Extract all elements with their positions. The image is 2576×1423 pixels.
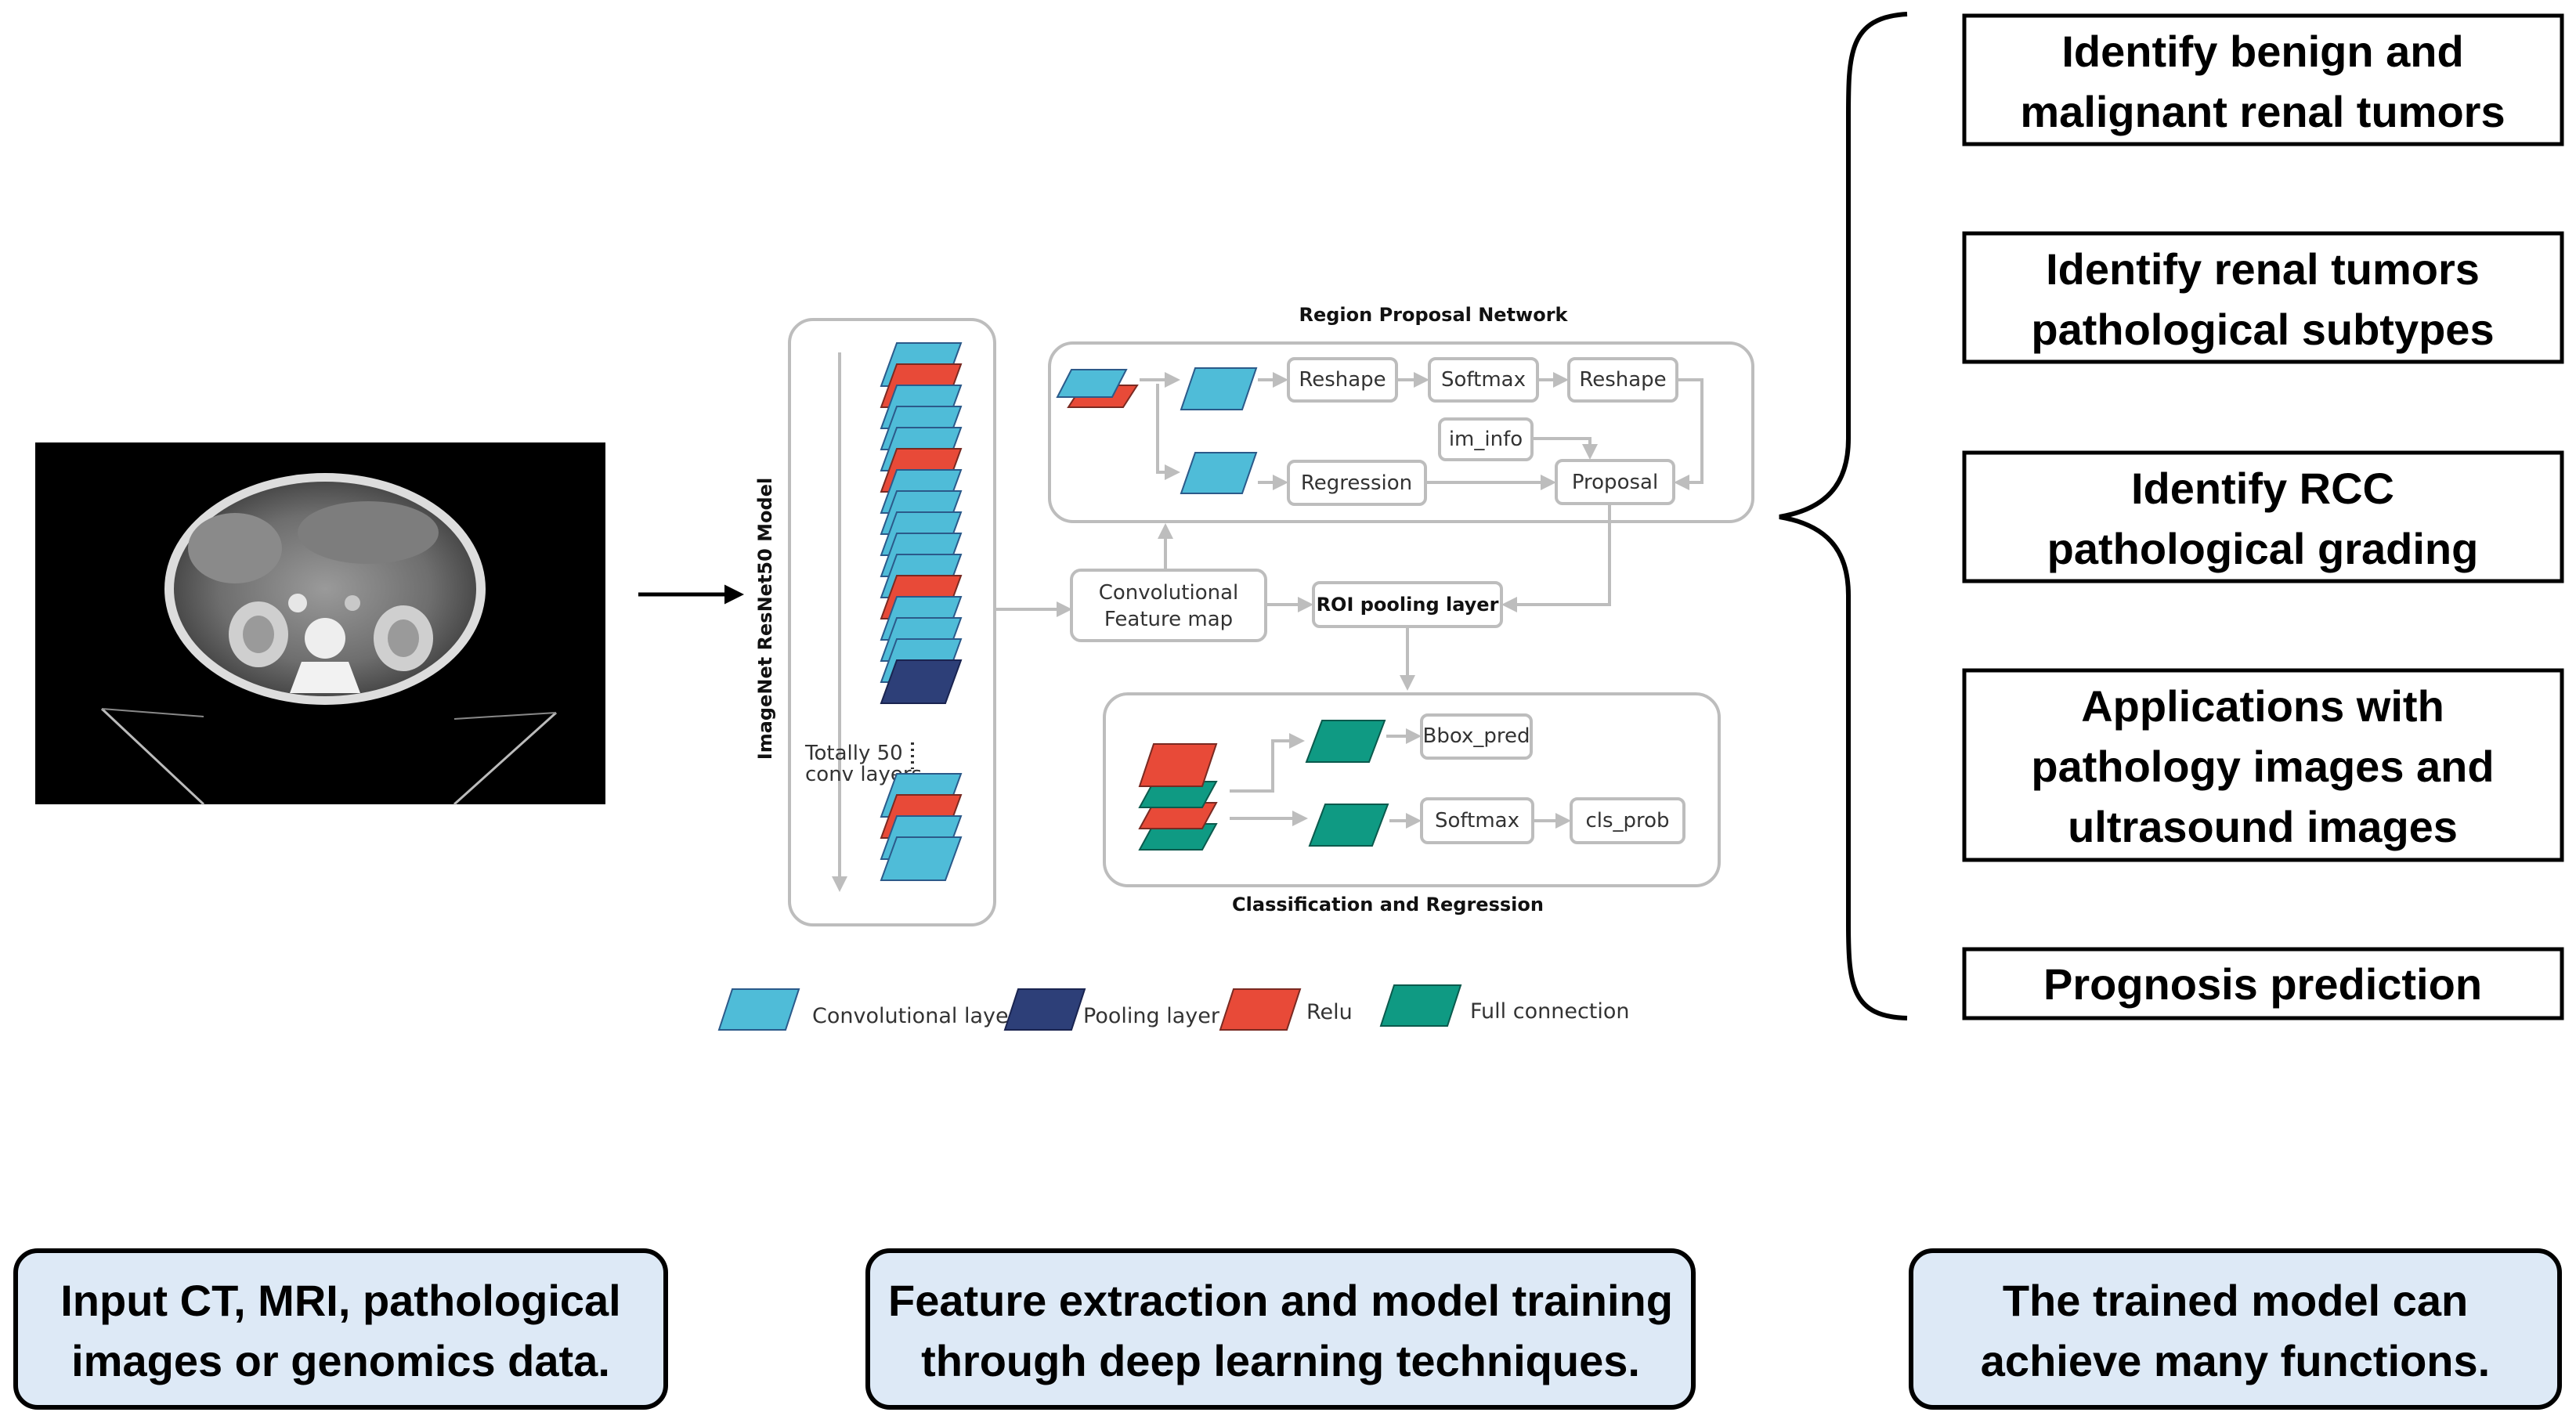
conv-feature-map-node	[1070, 569, 1267, 642]
classification-input-blocks	[1138, 743, 1218, 851]
backbone-layer-stack-top	[880, 342, 963, 704]
cls-bbox-pred-label: Bbox_pred	[1423, 724, 1530, 748]
rpn-im-info-label: im_info	[1449, 428, 1523, 451]
cls-bbox-pred-node	[1420, 713, 1533, 760]
legend-label-relu: Relu	[1306, 1000, 1353, 1024]
roi-pooling-label: ROI pooling layer	[1317, 594, 1499, 616]
cls-prob-node	[1570, 797, 1685, 844]
ct-scan-image	[35, 442, 605, 806]
rpn-im-info-node	[1438, 417, 1534, 461]
function-4-line1: Applications with	[2081, 681, 2444, 731]
bottom-box-training	[865, 1248, 1696, 1410]
legend-swatch-conv	[717, 988, 800, 1031]
bottom-box-input	[13, 1248, 668, 1410]
proposal-to-roi-arrow	[1501, 505, 1611, 612]
function-3-line2: pathological grading	[2047, 524, 2479, 573]
bottom-input-line1: Input CT, MRI, pathological	[60, 1276, 621, 1325]
cls-fc-block	[1138, 823, 1218, 851]
rpn-softmax-node	[1428, 357, 1539, 403]
bottom-training-line2: through deep learning techniques.	[921, 1336, 1640, 1385]
backbone-layer-stack-bottom	[880, 773, 963, 881]
function-5-line1: Prognosis prediction	[2043, 959, 2482, 1009]
cls-prob-label: cls_prob	[1585, 809, 1669, 832]
cls-softmax-node	[1420, 797, 1534, 844]
function-1-line1: Identify benign and	[2061, 27, 2463, 76]
pool-layer	[880, 659, 963, 704]
legend-label-full: Full connection	[1470, 999, 1630, 1024]
bottom-functions-line1: The trained model can	[2003, 1276, 2468, 1325]
legend-swatch-relu	[1219, 988, 1302, 1031]
function-4-line2: pathology images and	[2031, 742, 2494, 791]
rpn-arrow-reshape2-to-proposal	[1674, 378, 1703, 490]
bottom-box-functions	[1909, 1248, 2562, 1410]
rpn-reshape1-label: Reshape	[1299, 368, 1386, 392]
classification-box	[1103, 692, 1721, 887]
cls-relu-block-1	[1138, 743, 1218, 787]
cls-fc-upper	[1305, 720, 1386, 763]
conv-feature-map-line2: Feature map	[1104, 608, 1233, 631]
conv-layer	[880, 836, 963, 881]
cls-arrow-to-upper	[1230, 733, 1305, 793]
rpn-arrow-in-lower	[1156, 384, 1180, 480]
bottom-functions-line2: achieve many functions.	[1981, 1336, 2490, 1385]
function-1-line2: malignant renal tumors	[2020, 87, 2505, 136]
backbone-model-label: ImageNet ResNet50 Model	[754, 478, 776, 760]
function-2-line1: Identify renal tumors	[2046, 244, 2480, 294]
function-3-line1: Identify RCC	[2131, 464, 2394, 513]
rpn-reshape1-node	[1287, 357, 1398, 403]
rpn-regression-label: Regression	[1301, 471, 1412, 495]
conv-feature-map-line1: Convolutional	[1099, 581, 1239, 605]
legend-swatch-pool	[1003, 988, 1086, 1031]
function-box-5	[1962, 947, 2564, 1020]
function-box-4	[1962, 668, 2564, 862]
rpn-reshape2-node	[1567, 357, 1678, 403]
classification-title: Classification and Regression	[1232, 894, 1544, 916]
cls-relu-block-2	[1138, 802, 1218, 829]
function-2-line2: pathological subtypes	[2031, 305, 2494, 354]
rpn-input-blocks	[1056, 369, 1139, 408]
function-4-line3: ultrasound images	[2068, 802, 2458, 851]
function-box-2	[1962, 231, 2564, 364]
legend: Convolutional layer Pooling layer Relu F…	[717, 984, 1630, 1031]
legend-label-conv: Convolutional layer	[812, 1004, 1018, 1028]
bottom-training-line1: Feature extraction and model training	[888, 1276, 1673, 1325]
rpn-softmax-label: Softmax	[1441, 368, 1526, 392]
rpn-conv-block	[1056, 369, 1128, 398]
rpn-regression-node	[1287, 460, 1427, 506]
function-box-1	[1962, 13, 2564, 146]
cls-fc-block-2	[1138, 781, 1218, 808]
legend-label-pool: Pooling layer	[1083, 1004, 1220, 1028]
rpn-reshape2-label: Reshape	[1579, 368, 1666, 392]
cls-fc-lower	[1308, 804, 1389, 847]
rpn-title: Region Proposal Network	[1299, 304, 1568, 326]
rpn-conv-lower	[1180, 452, 1258, 494]
functions-brace	[1779, 12, 1908, 1020]
bottom-input-line2: images or genomics data.	[71, 1336, 610, 1385]
legend-swatch-full	[1379, 984, 1462, 1027]
function-box-3	[1962, 450, 2564, 583]
rpn-arrow-iminfo-to-proposal	[1534, 437, 1598, 460]
rpn-conv-upper	[1180, 367, 1258, 410]
totally-label-line1: Totally 50	[804, 742, 903, 765]
cls-softmax-label: Softmax	[1435, 809, 1519, 832]
rpn-proposal-label: Proposal	[1572, 471, 1658, 494]
